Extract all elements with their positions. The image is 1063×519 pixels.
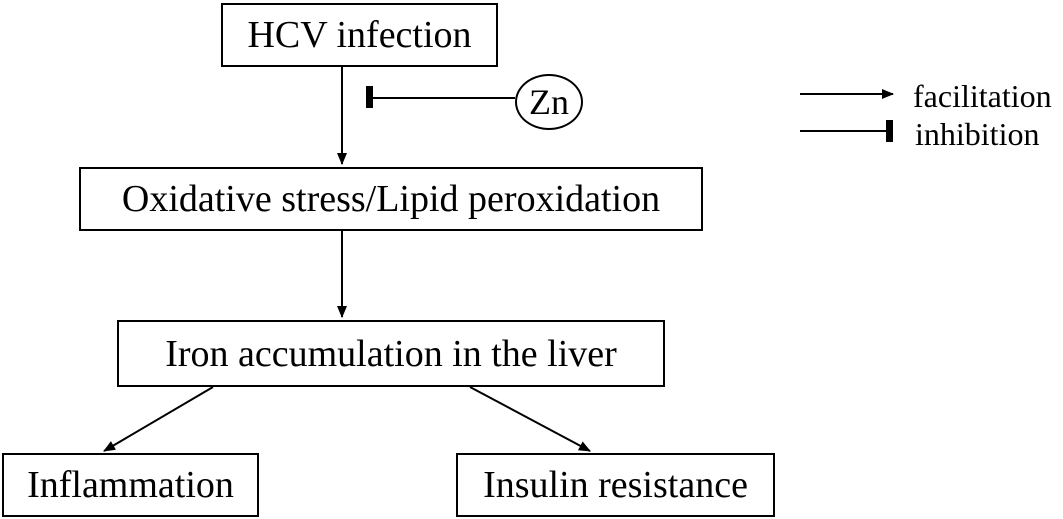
inflammation-label: Inflammation [27,464,234,506]
legend-inhibition-label: inhibition [915,116,1040,152]
zinc-label: Zn [529,82,569,122]
arrow-iron-to-inflammation [103,386,214,452]
zinc-node: Zn [515,74,583,130]
insulin-resistance-node: Insulin resistance [456,453,775,517]
inflammation-node: Inflammation [2,453,259,517]
iron-accumulation-label: Iron accumulation in the liver [165,332,617,375]
iron-accumulation-node: Iron accumulation in the liver [117,320,665,387]
legend-inhibition-bar [886,120,893,142]
insulin-resistance-label: Insulin resistance [483,464,748,506]
oxidative-stress-label: Oxidative stress/Lipid peroxidation [121,178,661,220]
inhibition-bar-zn [366,86,373,108]
arrow-iron-to-insulin [469,386,591,452]
legend-facilitation-label: facilitation [913,78,1052,114]
hcv-infection-label: HCV infection [247,14,472,56]
oxidative-stress-node: Oxidative stress/Lipid peroxidation [79,167,703,231]
hcv-infection-node: HCV infection [221,3,498,67]
